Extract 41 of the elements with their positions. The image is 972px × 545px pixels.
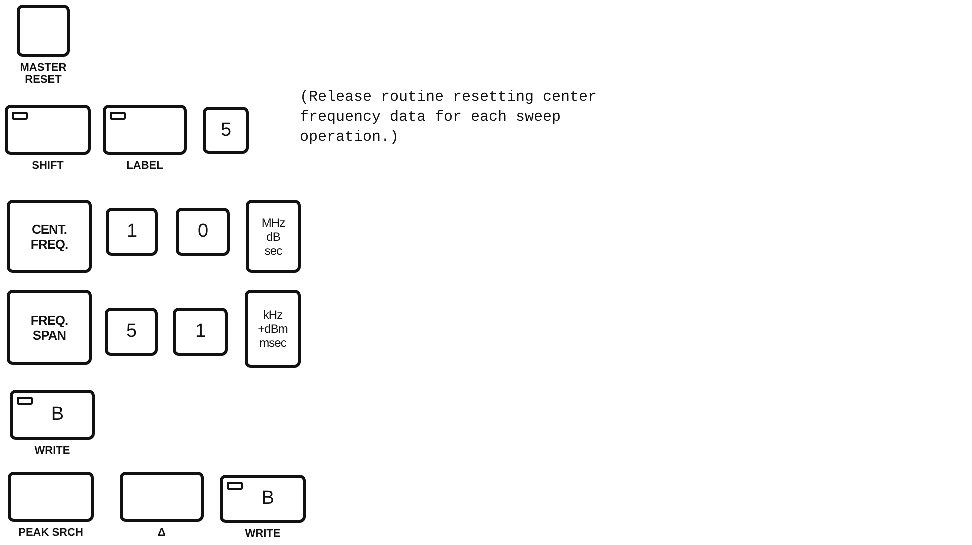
key-legend: sec (264, 244, 282, 258)
key-button (203, 107, 249, 154)
key-button (173, 308, 228, 356)
key-legend: B (262, 489, 274, 509)
key-button (106, 208, 158, 256)
key-legend: dB (266, 230, 280, 244)
key-button (120, 472, 204, 522)
key-button (245, 290, 301, 368)
key-legend: 0 (198, 222, 208, 242)
key-button (103, 105, 187, 155)
note-text: (Release routine resetting center frequency data for each sweep operation.) (300, 88, 598, 148)
key-legend: MHz (262, 216, 286, 230)
key-button (105, 308, 158, 356)
key-button (220, 475, 306, 523)
key-caption: SHIFT (32, 160, 64, 172)
key-caption: WRITE (245, 528, 281, 540)
key-legend: 1 (126, 222, 138, 242)
key-legend: msec (260, 336, 286, 350)
key-legend: SPAN (32, 328, 66, 342)
key-legend: +dBm (258, 322, 288, 336)
key-button (10, 390, 95, 440)
key-button (7, 200, 92, 273)
key-legend: kHz (263, 308, 283, 322)
key-legend: 1 (195, 322, 206, 342)
key-legend: FREQ. (30, 312, 68, 328)
key-caption: Δ (158, 527, 166, 539)
key-button (7, 290, 92, 365)
key-legend: FREQ. (30, 236, 68, 252)
key-caption: MASTER RESET (19, 62, 68, 86)
key-button (176, 208, 230, 256)
key-button (8, 472, 94, 522)
key-legend: B (51, 405, 64, 425)
key-caption: WRITE (34, 445, 70, 457)
key-caption: LABEL (126, 160, 164, 172)
key-caption: PEAK SRCH (18, 527, 84, 539)
key-legend: 5 (220, 120, 232, 140)
key-button (5, 105, 91, 155)
key-button (246, 200, 301, 273)
key-legend: 5 (126, 322, 137, 342)
key-legend: CENT. (32, 222, 68, 236)
key-button (17, 5, 70, 57)
